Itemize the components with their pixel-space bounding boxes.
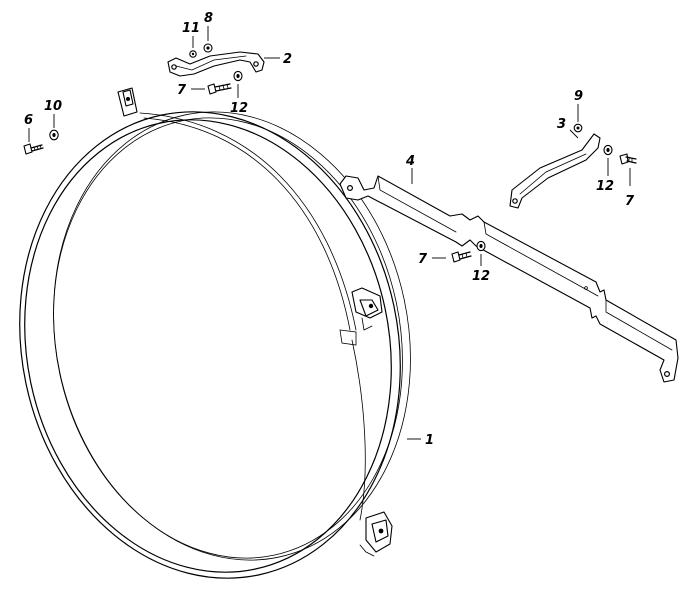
washer-10 [49, 114, 59, 141]
callout-7c: 7 [418, 252, 428, 267]
screw-7-middle [432, 251, 472, 263]
callout-3: 3 [557, 117, 566, 132]
callout-12c: 12 [472, 269, 490, 284]
washer-12-middle [476, 240, 486, 266]
ring-top-tab [117, 87, 138, 117]
callout-6: 6 [24, 113, 33, 128]
callout-2: 2 [283, 52, 292, 67]
headlamp-mounting-ring [19, 87, 421, 579]
screw-7-right [619, 153, 637, 186]
callout-12b: 12 [596, 179, 614, 194]
ring-right-clip [351, 287, 383, 331]
callout-12a: 12 [230, 101, 248, 116]
nut-9 [573, 104, 583, 133]
nut-8 [203, 26, 213, 53]
small-bracket-2 [167, 51, 280, 77]
callout-11: 11 [182, 21, 200, 36]
long-bracket-4 [339, 168, 679, 383]
screw-6 [23, 128, 44, 155]
curved-strap-3 [509, 129, 601, 209]
callout-7a: 7 [177, 83, 187, 98]
ring-lower-clip [359, 511, 393, 557]
callout-8: 8 [204, 11, 213, 26]
washer-12-right [603, 144, 613, 176]
callout-1: 1 [425, 433, 434, 448]
callout-4: 4 [405, 154, 415, 169]
callout-9: 9 [574, 89, 583, 104]
washer-12-upper [233, 70, 243, 98]
screw-7-upper [191, 83, 232, 95]
washer-11 [189, 36, 197, 58]
callout-10: 10 [44, 99, 62, 114]
callout-labels: 1 2 3 4 6 7 7 7 8 9 10 11 12 12 12 [24, 11, 635, 448]
callout-7b: 7 [625, 194, 635, 209]
